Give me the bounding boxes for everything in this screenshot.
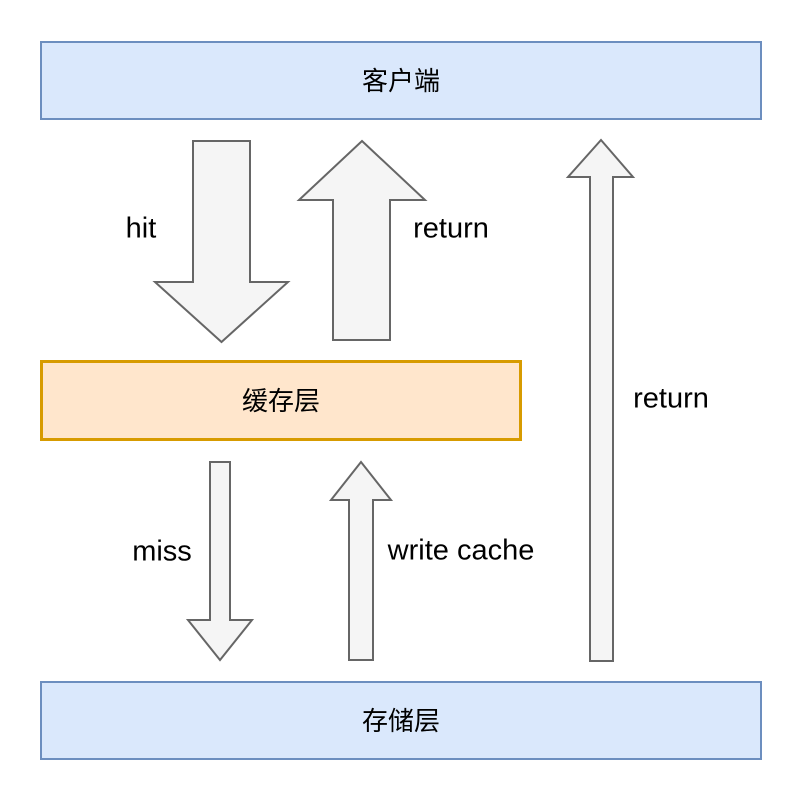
edge-label-write-cache: write cache <box>387 534 535 567</box>
edge-label-hit: hit <box>125 212 157 245</box>
node-storage-label: 存储层 <box>361 705 440 736</box>
return-tall-up-arrow <box>565 138 636 662</box>
node-cache: 缓存层 <box>40 360 522 441</box>
edge-label-return-cache: return <box>413 212 489 245</box>
write-cache-up-arrow <box>328 460 394 661</box>
node-storage: 存储层 <box>40 681 762 760</box>
node-cache-label: 缓存层 <box>241 385 320 416</box>
miss-down-arrow <box>185 461 255 662</box>
hit-down-arrow <box>152 140 291 344</box>
node-client-label: 客户端 <box>361 65 440 96</box>
edge-label-return-storage: return <box>633 382 709 415</box>
node-client: 客户端 <box>40 41 762 120</box>
return-up-arrow <box>296 139 428 341</box>
edge-label-miss: miss <box>132 535 192 568</box>
